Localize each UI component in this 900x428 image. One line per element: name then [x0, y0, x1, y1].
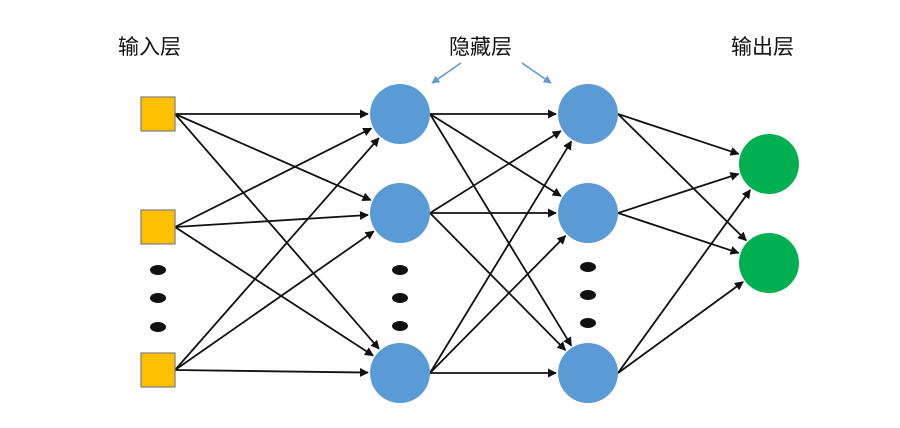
hidden2-ellipsis-dot-0 [580, 262, 596, 272]
edge-20 [617, 172, 740, 214]
edge-11 [429, 113, 573, 347]
input-ellipsis-dot-2 [150, 322, 166, 332]
input-node-0 [140, 96, 176, 132]
hidden2-ellipsis-dot-1 [580, 290, 596, 300]
edge-3 [174, 127, 373, 228]
edge-21 [617, 212, 740, 255]
edge-18 [617, 113, 740, 156]
hidden-layer-label: 隐藏层 [449, 35, 512, 59]
connection-edges [174, 109, 751, 378]
hidden1-node-1 [370, 183, 430, 243]
hidden2-node-2 [558, 343, 618, 403]
hint-arrow-left [431, 62, 462, 84]
edge-23 [617, 281, 744, 374]
edge-8 [174, 367, 369, 377]
hidden1-ellipsis-dot-0 [392, 265, 408, 275]
input-ellipsis-dot-0 [150, 265, 166, 275]
edge-6 [174, 137, 380, 371]
edge-22 [617, 189, 751, 374]
hidden2-ellipsis-dot-2 [580, 318, 596, 328]
hidden2-node-0 [558, 84, 618, 144]
hidden1-node-0 [370, 84, 430, 144]
input-node-1 [140, 209, 176, 245]
input-node-2 [140, 352, 176, 388]
edge-14 [429, 212, 567, 351]
edge-5 [174, 226, 374, 357]
edge-4 [174, 210, 369, 228]
input-layer-label: 输入层 [118, 35, 181, 59]
ellipsis-dots [150, 262, 596, 332]
network-nodes [140, 84, 799, 403]
edge-15 [429, 140, 573, 374]
edge-7 [174, 230, 375, 371]
edge-1 [174, 113, 372, 201]
edge-10 [429, 113, 562, 197]
hidden2-node-1 [558, 183, 618, 243]
output-node-0 [739, 134, 799, 194]
hint-arrow-right [521, 62, 552, 84]
hidden1-ellipsis-dot-1 [392, 293, 408, 303]
edge-12 [429, 130, 562, 214]
edge-2 [174, 113, 380, 350]
edge-16 [429, 235, 567, 374]
hidden1-ellipsis-dot-2 [392, 321, 408, 331]
input-ellipsis-dot-1 [150, 293, 166, 303]
output-layer-label: 输出层 [731, 35, 794, 59]
hidden1-node-2 [370, 343, 430, 403]
output-node-1 [739, 233, 799, 293]
edge-19 [617, 113, 747, 242]
hidden-layer-hint-arrows [431, 62, 552, 84]
